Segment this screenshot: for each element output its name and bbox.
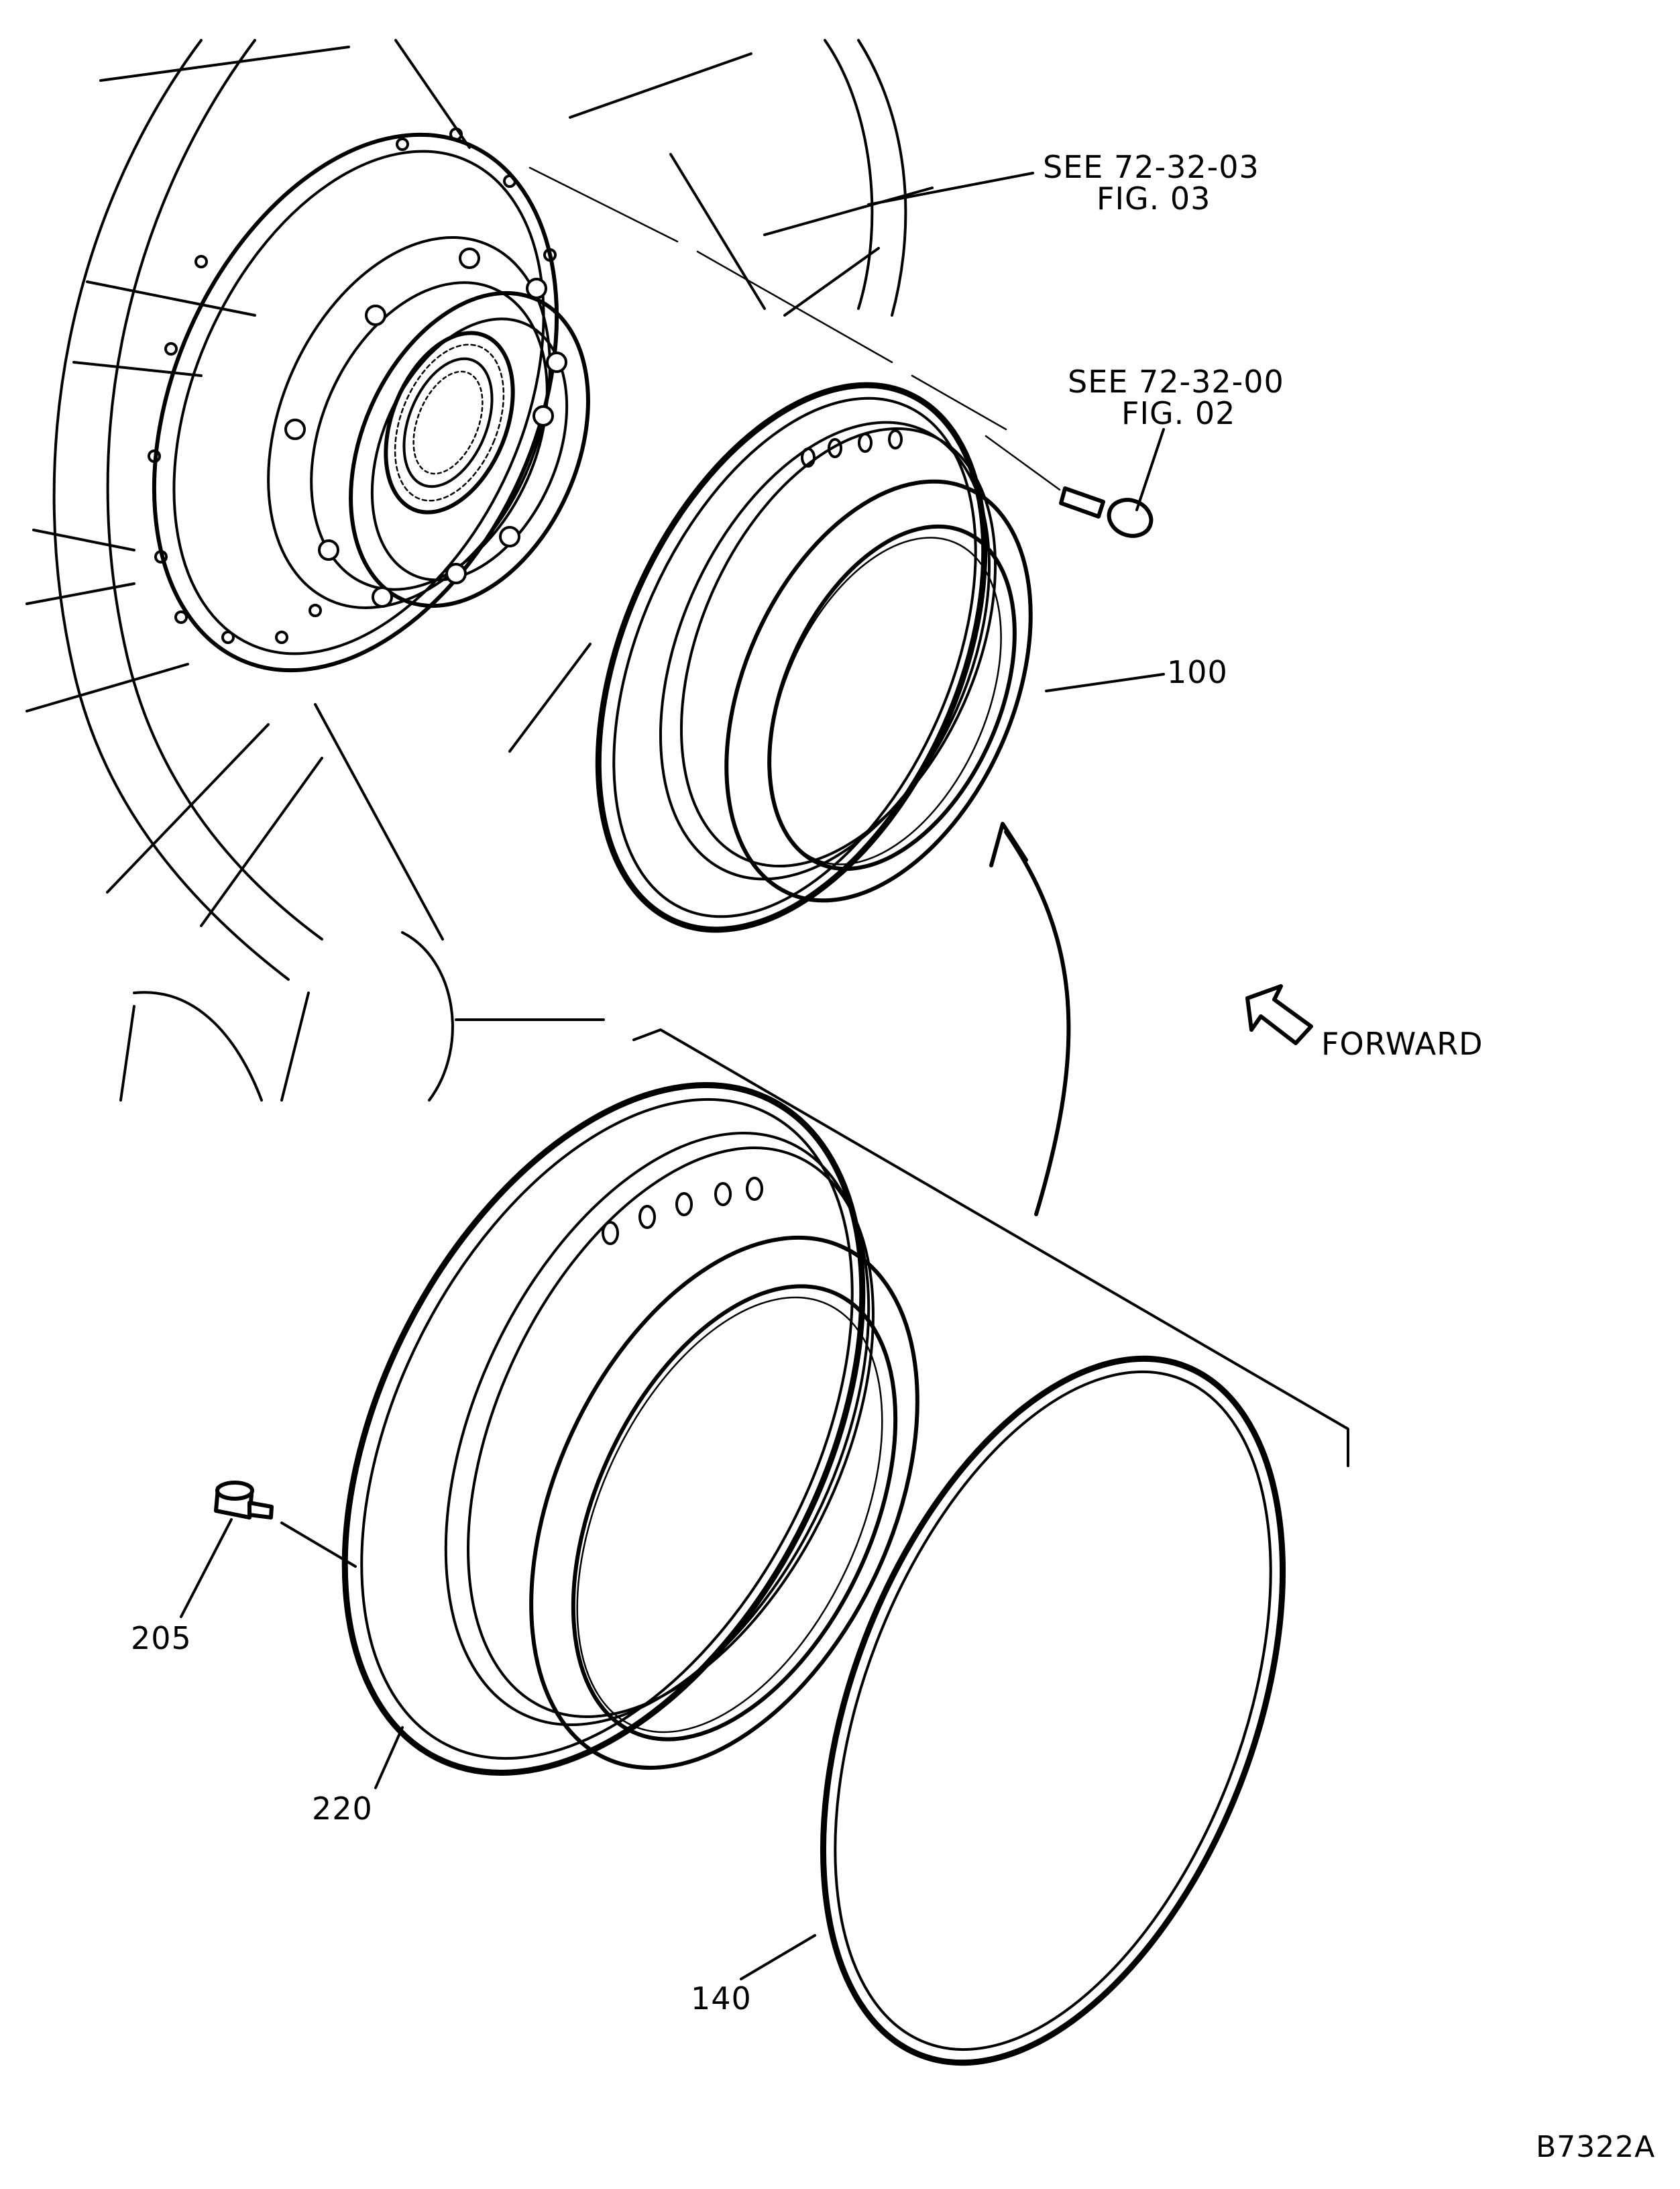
splined-hub-core [412,370,484,475]
ring-part-100 [595,382,1033,933]
seal-inner [834,1370,1272,2051]
fan-blade-16 [401,931,454,1102]
fan-disk-assembly [25,39,934,1102]
ref-fig02-line2: FIG. 02 [1121,395,1235,431]
ring-220-hole-2 [638,1205,656,1229]
callout-140: 140 [691,1980,752,2017]
seal-outer [820,1355,1286,2066]
stud-part-205 [214,1481,357,1568]
callout-100: 100 [1167,654,1228,690]
bolt-head [1107,498,1154,538]
fan-blade-15 [508,643,592,753]
figure-code: B7322A [1536,2130,1655,2164]
forward-arrow-icon [1245,984,1313,1045]
ring-220-hole-3 [675,1192,693,1216]
fan-outer-arc-2 [106,39,323,941]
ring-100-hole-2 [828,438,842,458]
leader-ref-fig03 [867,172,1034,206]
ring-220-body-1 [444,1132,871,1726]
ring-220-hole-1 [602,1221,619,1245]
leader-ref-fig02 [1135,428,1165,511]
fan-blade-11 [25,663,189,712]
disk-body-outer [267,236,551,609]
fan-blade-1 [99,46,350,82]
fan-outer-arc-1 [52,39,290,981]
centerline-lower [632,1028,1349,1467]
bolt-shank [1059,486,1105,519]
fan-blade-10 [25,582,135,605]
stud-install-line [280,1521,357,1568]
ring-100-bore-inner [769,537,1002,865]
ring-220-rear-rim [529,1235,919,1770]
ring-100-bore [767,524,1017,871]
ring-100-body-1 [659,421,991,881]
fan-blade-3 [569,52,752,119]
fan-blade-7 [86,280,256,317]
install-arrow-curve [1004,830,1071,1216]
install-arrow-head [989,822,1028,867]
fan-blade-2 [394,39,471,149]
disk-body-mid [310,281,549,591]
attachment-bolt [985,435,1154,538]
disk-outer-flange [152,132,559,673]
centerline-upper [528,166,1007,431]
leader-140 [740,1934,816,1980]
ring-220-bore [571,1284,898,1742]
bolt-center-line [985,435,1061,491]
spinner-ring-outer [349,290,590,608]
ref-fig02-line1: SEE 72-32-00 [1068,364,1284,400]
ring-100-outer-lip [595,382,988,933]
ref-fig03-line2: FIG. 03 [1097,180,1211,217]
disk-outer-flange-inner [172,150,545,655]
ring-220-body-2 [467,1146,875,1718]
fan-blade-12 [106,723,270,894]
splined-hub-spline [394,343,505,502]
fan-blade-13 [200,757,323,927]
fan-blade-4 [669,153,766,310]
ring-100-hole-3 [858,433,873,453]
fan-blade-19 [280,992,310,1102]
seal-part-140 [820,1355,1286,2066]
ring-220-outer-lip [341,1082,866,1776]
stud-top [215,1481,254,1501]
fan-blade-14 [314,703,444,941]
fan-blade-17 [133,991,263,1102]
fan-blade-9 [32,529,135,551]
ring-220-bore-inner [576,1296,883,1733]
forward-label: FORWARD [1321,1026,1483,1062]
fan-blade-5 [763,186,934,236]
ring-220-hole-5 [746,1177,763,1201]
ring-220-outer-lip-inner [360,1098,854,1760]
ring-220-hole-4 [714,1182,732,1206]
fan-blade-6 [783,247,880,317]
ring-part-220 [341,1082,919,1776]
splined-hub-inner [402,357,494,488]
stud-tip [247,1501,274,1519]
splined-hub-outer [384,331,515,515]
callout-220: 220 [312,1791,373,1827]
spinner-ring-inner [370,317,569,582]
spinner-bolts [284,248,567,608]
flange-holes [148,127,557,644]
fan-blade-8 [72,361,203,377]
fan-blade-18 [119,1005,135,1102]
ref-fig03-line1: SEE 72-32-03 [1043,149,1259,185]
leader-220 [374,1726,404,1789]
ring-100-hole-1 [801,447,816,468]
callout-205: 205 [131,1620,192,1656]
ring-100-hole-4 [888,429,903,449]
fan-outer-arc-3 [824,39,874,310]
fan-outer-arc-4 [857,39,907,317]
leader-205 [180,1518,233,1618]
ring-100-body-2 [679,427,997,868]
ring-100-outer-lip-inner [612,396,977,918]
leader-100 [1045,673,1165,692]
ring-100-rear-rim [724,479,1033,903]
